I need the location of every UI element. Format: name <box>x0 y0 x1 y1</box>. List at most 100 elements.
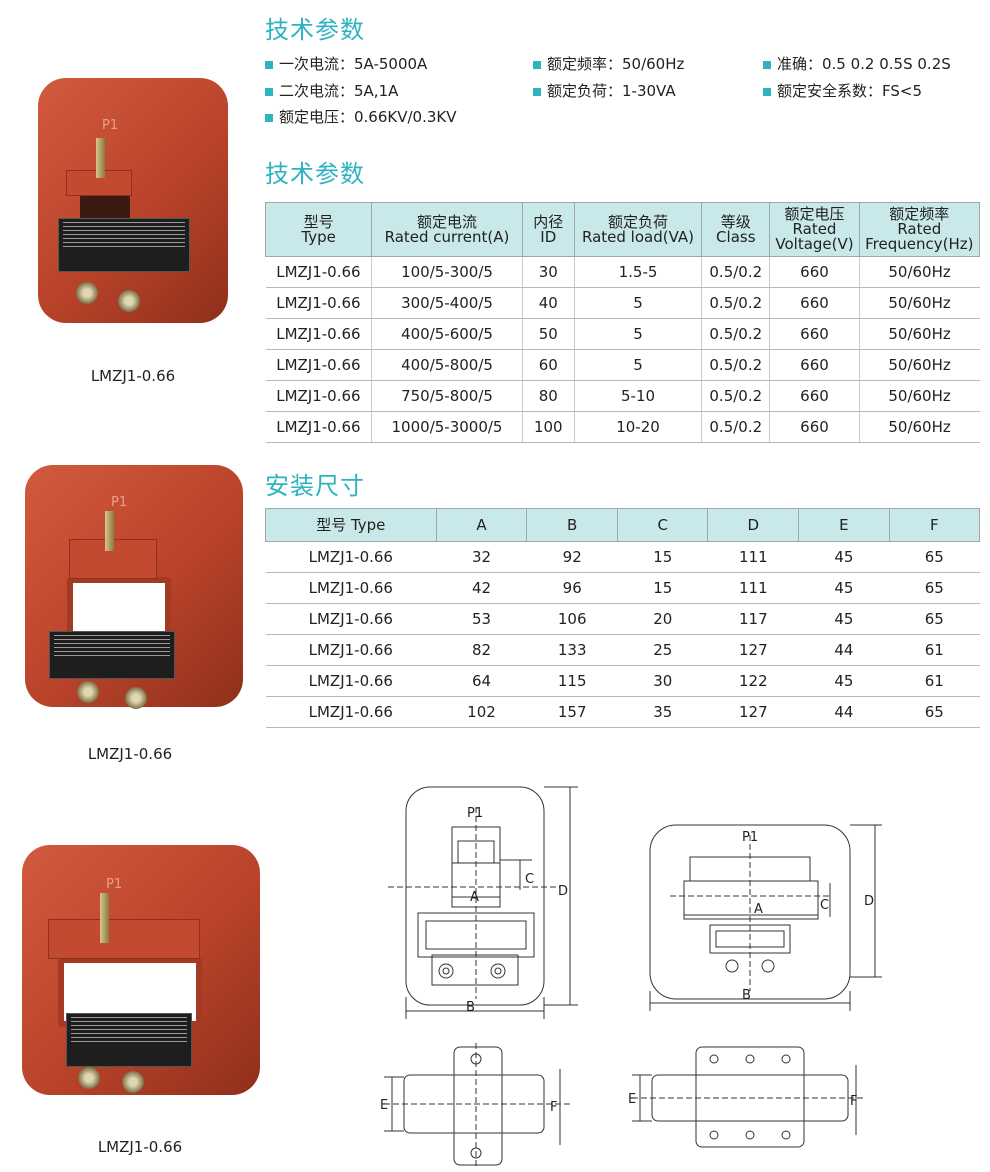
drawing-front-view-2 <box>649 824 882 1011</box>
product-caption: LMZJ1-0.66 <box>97 1138 183 1156</box>
table-row: LMZJ1-0.66 100/5-300/5 30 1.5-5 0.5/0.2 … <box>265 256 980 288</box>
table-cell: 100 <box>521 411 575 443</box>
drawing-label-e: E <box>380 1098 388 1113</box>
table-cell: 44 <box>798 634 890 666</box>
section-title-tech-params-table: 技术参数 <box>265 160 365 188</box>
product-photo-1: P1 <box>38 78 228 323</box>
table-cell: 65 <box>889 603 980 635</box>
drawing-label-d: D <box>558 884 568 899</box>
table-cell: 44 <box>798 696 890 728</box>
table-cell: 133 <box>526 634 618 666</box>
col-header-e: E <box>798 508 890 542</box>
table-row: LMZJ1-0.66 32 92 15 111 45 65 <box>265 541 980 573</box>
table-cell: LMZJ1-0.66 <box>265 634 437 666</box>
spec-item: 额定安全系数：FS<5 <box>763 80 922 101</box>
table-cell: 30 <box>617 665 708 697</box>
table-row: LMZJ1-0.66 82 133 25 127 44 61 <box>265 634 980 666</box>
table-cell: 106 <box>526 603 618 635</box>
spec-item: 一次电流：5A-5000A <box>265 53 427 74</box>
table-cell: 750/5-800/5 <box>371 380 523 412</box>
section-title-tech-params: 技术参数 <box>265 16 365 44</box>
table-cell: 0.5/0.2 <box>701 349 770 381</box>
bullet-square-icon <box>763 87 771 96</box>
table-cell: 127 <box>707 696 799 728</box>
bullet-square-icon <box>533 87 541 96</box>
table-cell: 127 <box>707 634 799 666</box>
table-cell: 115 <box>526 665 618 697</box>
table-row: LMZJ1-0.66 750/5-800/5 80 5-10 0.5/0.2 6… <box>265 380 980 412</box>
table-cell: LMZJ1-0.66 <box>265 541 437 573</box>
table-cell: 42 <box>436 572 527 604</box>
table-cell: 0.5/0.2 <box>701 318 770 350</box>
table-row: LMZJ1-0.66 102 157 35 127 44 65 <box>265 696 980 728</box>
table-cell: 400/5-800/5 <box>371 349 523 381</box>
table-cell: 20 <box>617 603 708 635</box>
col-header-b: B <box>526 508 619 542</box>
table-cell: 660 <box>769 380 860 412</box>
table-cell: 50/60Hz <box>858 256 980 288</box>
table-cell: 100/5-300/5 <box>371 256 523 288</box>
bullet-square-icon <box>533 60 541 69</box>
table-cell: LMZJ1-0.66 <box>265 411 372 443</box>
table-cell: LMZJ1-0.66 <box>265 696 437 728</box>
table-row: LMZJ1-0.66 300/5-400/5 40 5 0.5/0.2 660 … <box>265 287 980 319</box>
table-cell: LMZJ1-0.66 <box>265 572 437 604</box>
table-row: LMZJ1-0.66 400/5-600/5 50 5 0.5/0.2 660 … <box>265 318 980 350</box>
table-cell: 53 <box>436 603 527 635</box>
table-cell: 92 <box>526 541 618 573</box>
install-dimensions-table: 型号 Type A B C D E F LMZJ1-0.66 32 92 15 … <box>265 508 981 728</box>
table-cell: LMZJ1-0.66 <box>265 603 437 635</box>
table-cell: 50/60Hz <box>858 411 980 443</box>
table-cell: LMZJ1-0.66 <box>265 287 372 319</box>
table-cell: 1.5-5 <box>573 256 702 288</box>
table-cell: 65 <box>889 541 980 573</box>
table-row: LMZJ1-0.66 53 106 20 117 45 65 <box>265 603 980 635</box>
table-cell: 0.5/0.2 <box>701 411 770 443</box>
drawing-label-p1: P1 <box>742 830 758 845</box>
table-cell: 111 <box>707 572 799 604</box>
spec-item: 二次电流：5A,1A <box>265 80 398 101</box>
drawing-label-c: C <box>525 872 534 887</box>
drawing-label-d: D <box>864 894 874 909</box>
table-cell: 157 <box>526 696 618 728</box>
table-cell: LMZJ1-0.66 <box>265 349 372 381</box>
table-cell: 660 <box>769 318 860 350</box>
table-cell: 61 <box>889 634 980 666</box>
table-cell: 50/60Hz <box>858 287 980 319</box>
table-cell: 5 <box>573 318 702 350</box>
table-cell: 660 <box>769 256 860 288</box>
table-cell: 65 <box>889 572 980 604</box>
product-mark-label: P1 <box>111 495 128 510</box>
drawing-side-view-2 <box>632 1046 866 1148</box>
col-header-c: C <box>617 508 709 542</box>
table-cell: 15 <box>617 572 708 604</box>
table-cell: 117 <box>707 603 799 635</box>
table-cell: 1000/5-3000/5 <box>371 411 523 443</box>
table-cell: 50/60Hz <box>858 380 980 412</box>
table-cell: 111 <box>707 541 799 573</box>
table-cell: 0.5/0.2 <box>701 380 770 412</box>
table-cell: 65 <box>889 696 980 728</box>
table-cell: 80 <box>521 380 575 412</box>
bullet-square-icon <box>763 60 771 69</box>
table-cell: LMZJ1-0.66 <box>265 256 372 288</box>
table-row: LMZJ1-0.66 1000/5-3000/5 100 10-20 0.5/0… <box>265 411 980 443</box>
product-caption: LMZJ1-0.66 <box>90 367 176 385</box>
table-cell: 15 <box>617 541 708 573</box>
table-row: LMZJ1-0.66 400/5-800/5 60 5 0.5/0.2 660 … <box>265 349 980 381</box>
drawing-label-b: B <box>742 988 751 1003</box>
spec-item: 额定频率：50/60Hz <box>533 53 684 74</box>
col-header-d: D <box>707 508 800 542</box>
table-cell: 0.5/0.2 <box>701 256 770 288</box>
table-cell: 5-10 <box>573 380 702 412</box>
drawing-label-p1: P1 <box>467 806 483 821</box>
bullet-square-icon <box>265 113 273 122</box>
spec-item: 额定负荷：1-30VA <box>533 80 676 101</box>
table-row: LMZJ1-0.66 42 96 15 111 45 65 <box>265 572 980 604</box>
